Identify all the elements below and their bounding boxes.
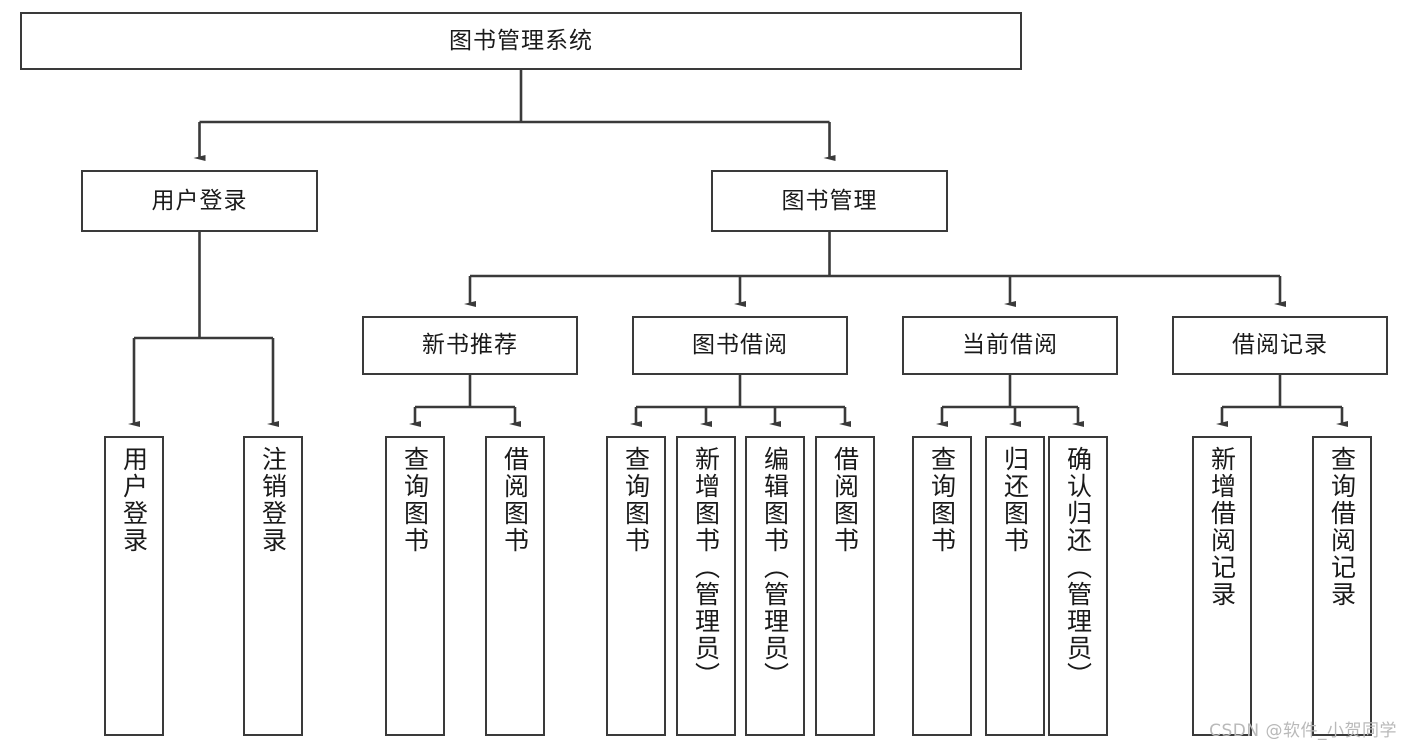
node-borrow[interactable]: 图书借阅 <box>632 316 848 375</box>
node-l-queryrec[interactable]: 查询借阅记录 <box>1312 436 1372 736</box>
node-records[interactable]: 借阅记录 <box>1172 316 1388 375</box>
node-l-add[interactable]: 新增图书（管理员） <box>676 436 736 736</box>
node-l-login[interactable]: 用户登录 <box>104 436 164 736</box>
node-bookmgmt[interactable]: 图书管理 <box>711 170 948 232</box>
node-label: 图书借阅 <box>692 332 788 359</box>
node-label: 编辑图书（管理员） <box>760 446 790 689</box>
node-l-query2[interactable]: 查询图书 <box>606 436 666 736</box>
node-label: 借阅图书 <box>830 446 860 554</box>
node-label: 借阅记录 <box>1232 332 1328 359</box>
node-l-addrec[interactable]: 新增借阅记录 <box>1192 436 1252 736</box>
node-label: 查询图书 <box>927 446 957 554</box>
node-label: 图书管理系统 <box>449 27 593 54</box>
node-label: 图书管理 <box>781 187 878 214</box>
node-label: 查询图书 <box>400 446 430 554</box>
node-newbook[interactable]: 新书推荐 <box>362 316 578 375</box>
node-root[interactable]: 图书管理系统 <box>20 12 1022 70</box>
node-label: 查询借阅记录 <box>1327 446 1357 608</box>
node-l-edit[interactable]: 编辑图书（管理员） <box>745 436 805 736</box>
node-current[interactable]: 当前借阅 <box>902 316 1118 375</box>
node-label: 用户登录 <box>119 446 149 554</box>
node-l-borrow2[interactable]: 借阅图书 <box>815 436 875 736</box>
node-label: 新书推荐 <box>422 332 518 359</box>
node-login[interactable]: 用户登录 <box>81 170 318 232</box>
node-label: 查询图书 <box>621 446 651 554</box>
node-label: 当前借阅 <box>962 332 1058 359</box>
node-label: 归还图书 <box>1000 446 1030 554</box>
node-l-return[interactable]: 归还图书 <box>985 436 1045 736</box>
node-l-logout[interactable]: 注销登录 <box>243 436 303 736</box>
node-l-query3[interactable]: 查询图书 <box>912 436 972 736</box>
node-label: 用户登录 <box>151 187 248 214</box>
node-label: 确认归还（管理员） <box>1063 446 1093 689</box>
node-l-query1[interactable]: 查询图书 <box>385 436 445 736</box>
node-label: 借阅图书 <box>500 446 530 554</box>
node-l-borrow1[interactable]: 借阅图书 <box>485 436 545 736</box>
node-l-confirm[interactable]: 确认归还（管理员） <box>1048 436 1108 736</box>
node-label: 注销登录 <box>258 446 288 554</box>
node-label: 新增图书（管理员） <box>691 446 721 689</box>
watermark-text: CSDN @软件_小贺同学 <box>1209 721 1397 741</box>
node-label: 新增借阅记录 <box>1207 446 1237 608</box>
